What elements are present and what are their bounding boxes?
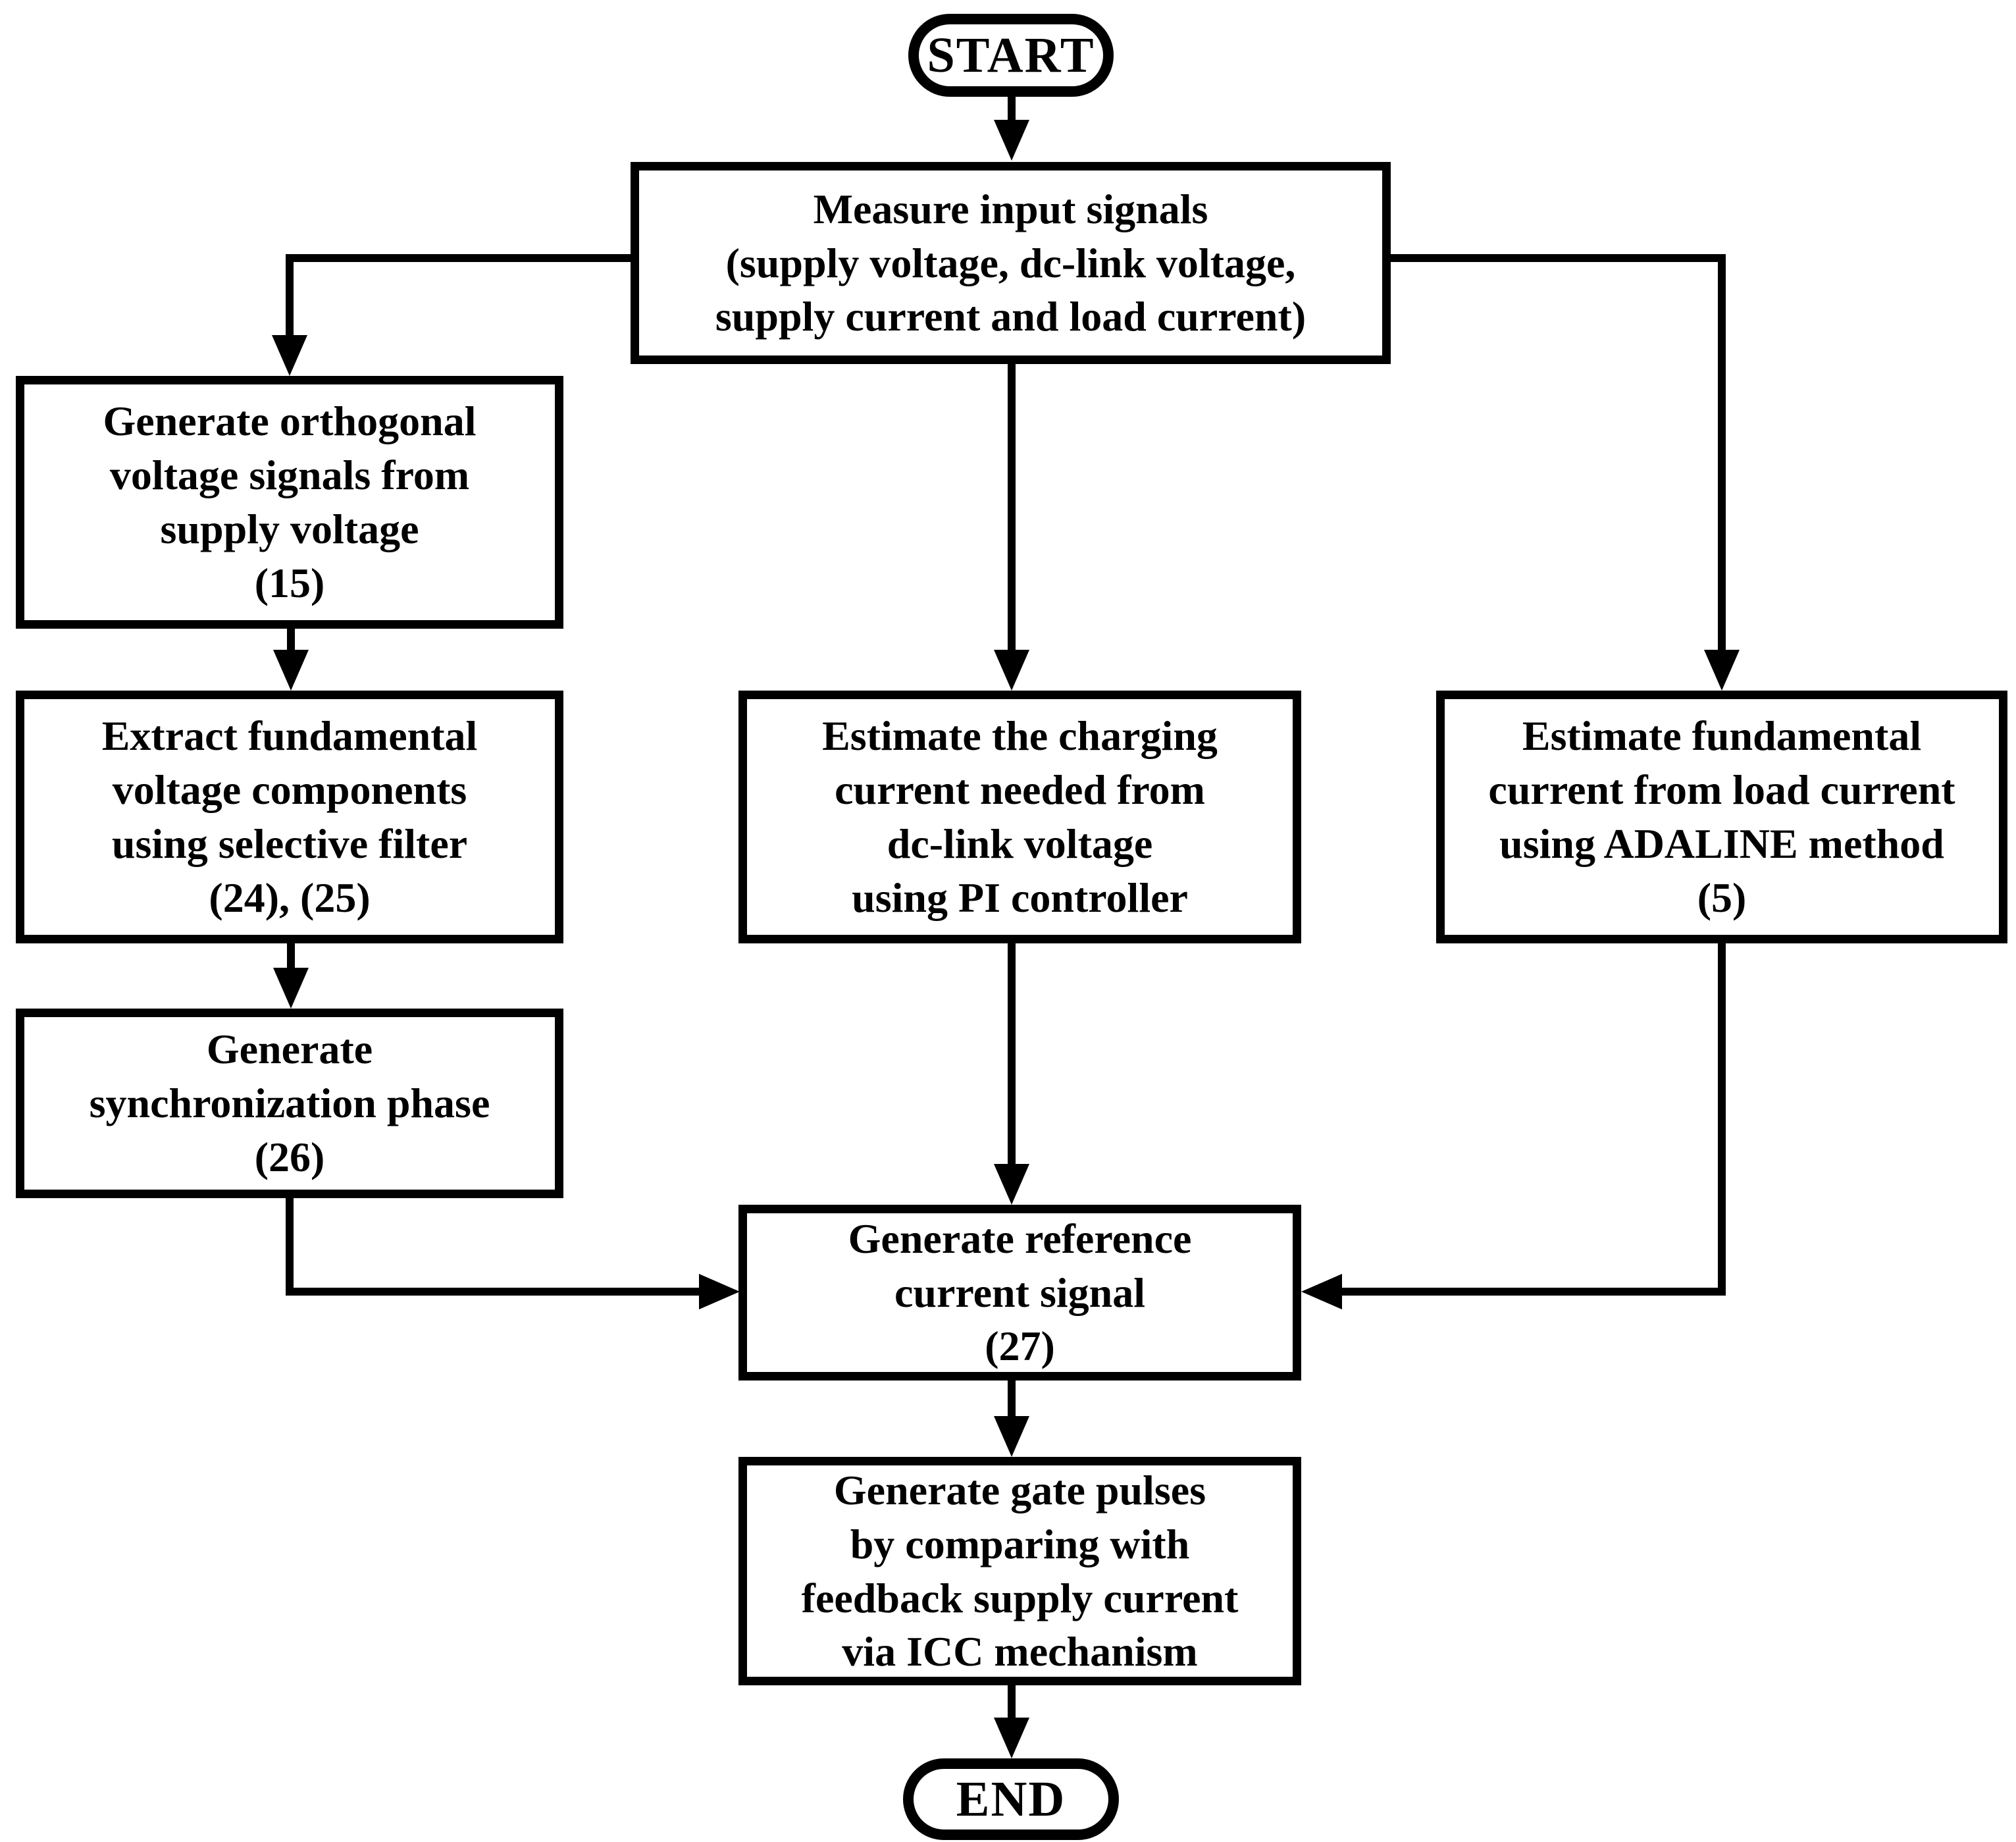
orthogonal-line: supply voltage: [160, 506, 419, 552]
gate-pulses-box: Generate gate pulses by comparing with f…: [738, 1457, 1301, 1685]
arrowhead-into-measure: [994, 120, 1029, 161]
connector-orthogonal-extract: [287, 627, 295, 655]
connector-pi-reference: [1008, 942, 1016, 1169]
connector-measure-pi: [1008, 363, 1016, 654]
adaline-line: Estimate fundamental: [1522, 712, 1922, 760]
pi-controller-line: dc-link voltage: [887, 820, 1153, 867]
reference-line: Generate reference: [848, 1215, 1192, 1262]
connector-gate-end: [1008, 1684, 1016, 1722]
adaline-line: current from load current: [1488, 766, 1955, 814]
connector-sync-reference-horizontal: [286, 1288, 702, 1296]
arrowhead-into-end: [994, 1718, 1029, 1758]
reference-box: Generate reference current signal (27): [738, 1205, 1301, 1381]
pi-controller-line: using PI controller: [852, 874, 1188, 921]
connector-start-measure: [1008, 93, 1016, 127]
extract-line: Extract fundamental: [101, 712, 478, 760]
arrowhead-into-reference-top: [994, 1164, 1029, 1205]
sync-phase-line: Generate: [206, 1026, 373, 1073]
extract-box: Extract fundamental voltage components u…: [16, 691, 563, 943]
connector-extract-sync: [287, 942, 295, 972]
arrowhead-into-adaline: [1704, 650, 1740, 691]
extract-line: (24), (25): [209, 874, 371, 921]
orthogonal-line: (15): [254, 559, 325, 606]
measure-line: Measure input signals: [813, 185, 1208, 232]
adaline-box: Estimate fundamental current from load c…: [1436, 691, 2007, 943]
arrowhead-into-reference-left: [699, 1274, 740, 1309]
connector-adaline-reference-vertical: [1718, 942, 1726, 1296]
reference-line: current signal: [894, 1269, 1146, 1316]
end-label: END: [956, 1771, 1066, 1827]
arrowhead-into-pi: [994, 650, 1029, 691]
connector-measure-orthogonal-vertical: [286, 254, 294, 341]
measure-line: supply current and load current): [715, 293, 1306, 340]
gate-pulses-line: by comparing with: [850, 1520, 1190, 1567]
sync-phase-line: (26): [254, 1133, 325, 1180]
measure-box: Measure input signals (supply voltage, d…: [631, 162, 1391, 364]
arrowhead-into-extract: [273, 650, 309, 691]
end-terminator: END: [903, 1758, 1119, 1840]
sync-phase-line: synchronization phase: [89, 1080, 490, 1127]
reference-line: (27): [985, 1323, 1055, 1370]
arrowhead-into-gate: [994, 1416, 1029, 1457]
gate-pulses-line: Generate gate pulses: [833, 1466, 1206, 1513]
connector-adaline-reference-horizontal: [1339, 1288, 1726, 1296]
connector-measure-orthogonal-horizontal: [286, 254, 634, 262]
orthogonal-line: voltage signals from: [109, 452, 470, 499]
connector-measure-adaline-vertical: [1718, 254, 1726, 654]
connector-reference-gate: [1008, 1379, 1016, 1420]
adaline-line: (5): [1697, 874, 1747, 921]
orthogonal-box: Generate orthogonal voltage signals from…: [16, 376, 563, 629]
gate-pulses-line: feedback supply current: [801, 1574, 1239, 1621]
arrowhead-into-sync: [273, 968, 309, 1009]
arrowhead-into-reference-right: [1301, 1274, 1342, 1309]
measure-line: (supply voltage, dc-link voltage,: [725, 239, 1296, 286]
start-label: START: [927, 27, 1095, 83]
connector-sync-reference-vertical: [286, 1197, 294, 1296]
connector-measure-adaline-horizontal: [1391, 254, 1726, 262]
start-terminator: START: [908, 14, 1114, 97]
extract-line: using selective filter: [111, 820, 468, 867]
pi-controller-line: Estimate the charging: [822, 712, 1218, 760]
pi-controller-box: Estimate the charging current needed fro…: [738, 691, 1301, 943]
adaline-line: using ADALINE method: [1499, 820, 1944, 867]
arrowhead-into-orthogonal: [272, 335, 307, 376]
orthogonal-line: Generate orthogonal: [103, 398, 477, 445]
pi-controller-line: current needed from: [835, 766, 1205, 814]
gate-pulses-line: via ICC mechanism: [842, 1628, 1198, 1675]
extract-line: voltage components: [112, 766, 467, 814]
sync-phase-box: Generate synchronization phase (26): [16, 1009, 563, 1198]
